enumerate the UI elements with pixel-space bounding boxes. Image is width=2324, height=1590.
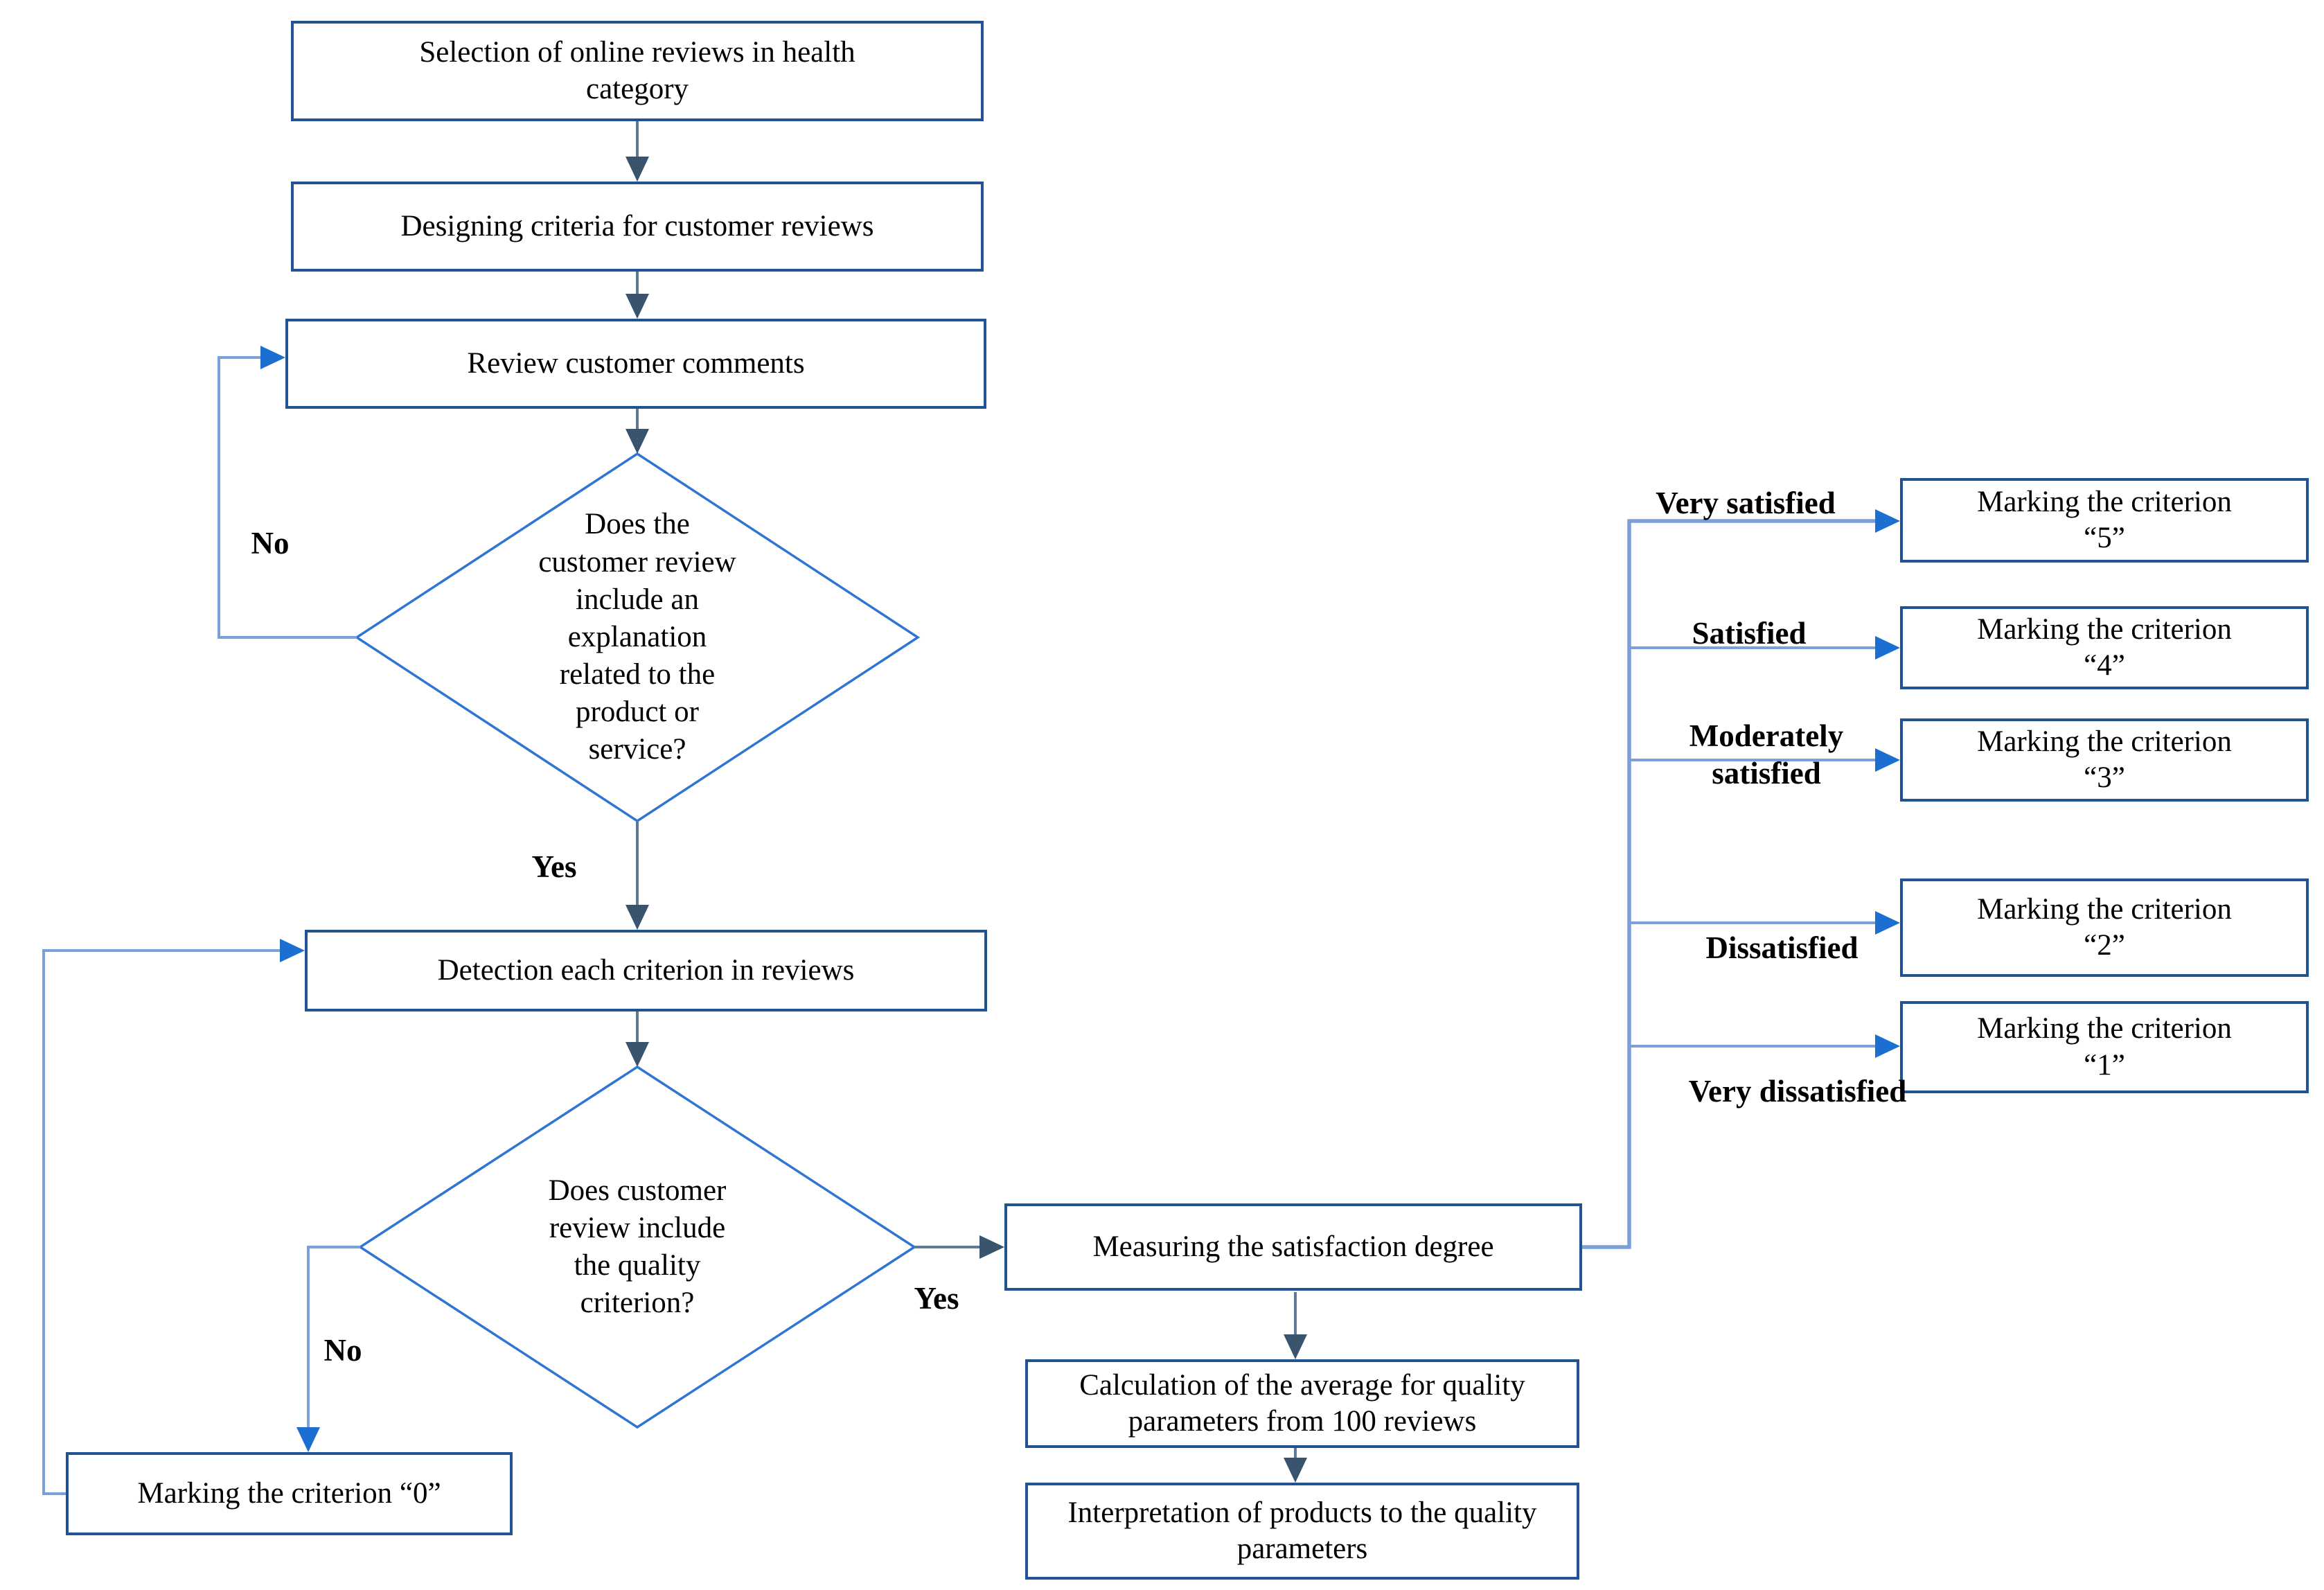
decision-explanation-label: Does the customer review include an expl… bbox=[538, 508, 736, 766]
node-marking-1: Marking the criterion “1” bbox=[1900, 1001, 2309, 1093]
flow-arrows bbox=[626, 121, 1307, 1483]
node-review-comments: Review customer comments bbox=[285, 319, 986, 409]
node-marking-2-label: Marking the criterion “2” bbox=[1977, 892, 2232, 962]
node-detection-label: Detection each criterion in reviews bbox=[437, 953, 855, 987]
edge-label-satisfied: Satisfied bbox=[1692, 616, 1807, 651]
node-marking-4-label: Marking the criterion “4” bbox=[1977, 612, 2232, 682]
node-selection: Selection of online reviews in health ca… bbox=[291, 21, 984, 121]
node-calculation-label: Calculation of the average for quality p… bbox=[1079, 1368, 1525, 1438]
node-review-comments-label: Review customer comments bbox=[467, 346, 805, 380]
node-marking-5-label: Marking the criterion “5” bbox=[1977, 485, 2232, 554]
node-marking-5: Marking the criterion “5” bbox=[1900, 478, 2309, 563]
edge-label-very-satisfied: Very satisfied bbox=[1656, 486, 1836, 521]
node-designing: Designing criteria for customer reviews bbox=[291, 182, 984, 272]
edge-label-dissatisfied: Dissatisfied bbox=[1705, 930, 1859, 966]
node-marking-3: Marking the criterion “3” bbox=[1900, 718, 2309, 802]
node-marking-2: Marking the criterion “2” bbox=[1900, 878, 2309, 977]
edge-label-very-dissatisfied: Very dissatisfied bbox=[1688, 1073, 1907, 1108]
node-marking-3-label: Marking the criterion “3” bbox=[1977, 725, 2232, 794]
decision-quality-label: Does customer review include the quality… bbox=[548, 1174, 727, 1320]
edge-label-moderately-satisfied: Moderately satisfied bbox=[1689, 718, 1844, 790]
node-marking-1-label: Marking the criterion “1” bbox=[1977, 1012, 2232, 1081]
node-calculation: Calculation of the average for quality p… bbox=[1025, 1359, 1579, 1448]
node-interpretation: Interpretation of products to the qualit… bbox=[1025, 1483, 1579, 1580]
edge-label-no-quality: No bbox=[323, 1333, 362, 1368]
node-marking-0: Marking the criterion “0” bbox=[66, 1452, 513, 1535]
decision-diamond-quality bbox=[357, 1065, 917, 1429]
node-designing-label: Designing criteria for customer reviews bbox=[400, 209, 874, 242]
node-selection-label: Selection of online reviews in health ca… bbox=[419, 36, 855, 105]
loop-arrows bbox=[42, 346, 1900, 1495]
edge-label-no-explanation: No bbox=[251, 526, 290, 561]
node-measuring-label: Measuring the satisfaction degree bbox=[1092, 1230, 1494, 1263]
node-marking-0-label: Marking the criterion “0” bbox=[137, 1476, 441, 1510]
node-detection: Detection each criterion in reviews bbox=[305, 930, 987, 1012]
edge-label-yes-explanation: Yes bbox=[531, 849, 577, 885]
node-measuring: Measuring the satisfaction degree bbox=[1004, 1203, 1582, 1291]
edge-label-yes-quality: Yes bbox=[914, 1281, 959, 1316]
node-interpretation-label: Interpretation of products to the qualit… bbox=[1067, 1496, 1537, 1565]
node-marking-4: Marking the criterion “4” bbox=[1900, 606, 2309, 689]
